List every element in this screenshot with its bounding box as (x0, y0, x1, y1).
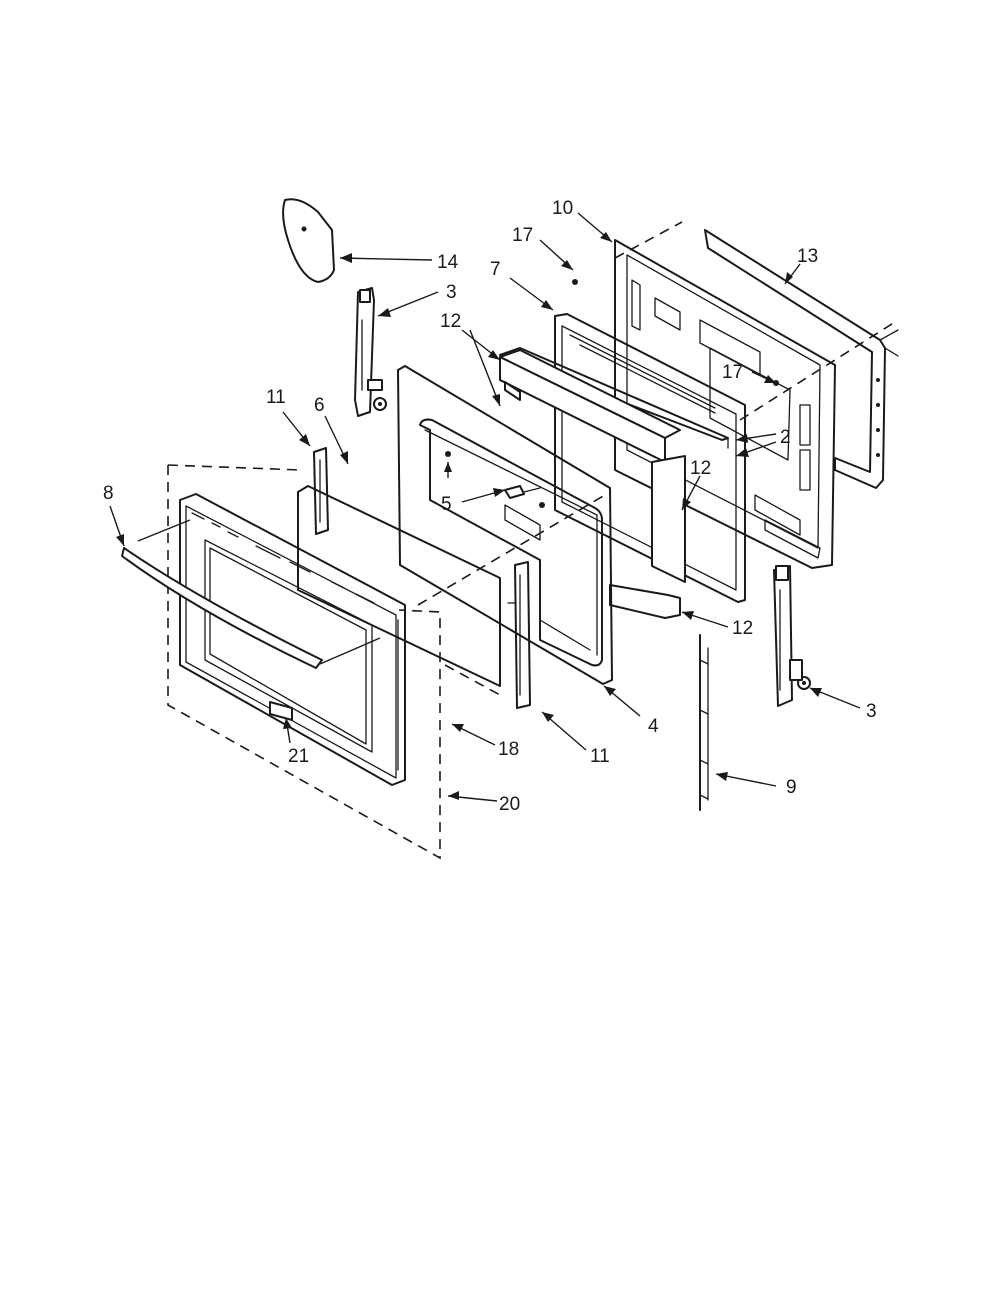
part-3-hinge-lower (773, 565, 811, 707)
part-12-insulation-middle (651, 455, 686, 583)
part-2-glass-panes (499, 347, 729, 449)
part-3-hinge-upper (354, 287, 387, 417)
part-12-insulation-upper (499, 349, 681, 463)
part-7-glass-frame (554, 313, 746, 603)
part-20-door-assembly-boundary (167, 464, 441, 860)
callout-2: 2 (780, 427, 791, 448)
callout-17-upper: 17 (512, 225, 533, 246)
callout-12-upper: 12 (440, 311, 461, 332)
callout-8: 8 (103, 483, 114, 504)
callout-12-lower: 12 (732, 618, 753, 639)
callout-4: 4 (648, 716, 659, 737)
callout-3-lower: 3 (866, 701, 877, 722)
callout-11-lower: 11 (590, 746, 610, 767)
callout-20: 20 (499, 794, 520, 815)
part-6-insulation-sheet (297, 485, 501, 687)
callout-6: 6 (314, 395, 325, 416)
callout-21: 21 (288, 746, 309, 767)
part-11-bracket-upper (313, 447, 329, 535)
part-10-inner-panel (572, 239, 836, 569)
callout-13: 13 (797, 246, 818, 267)
part-11-bracket-lower (507, 561, 531, 709)
part-21-badge (269, 701, 293, 721)
part-14-cover (282, 198, 335, 283)
callout-7: 7 (490, 259, 501, 280)
callout-14: 14 (437, 252, 459, 273)
callout-12-middle: 12 (690, 458, 711, 479)
part-12-insulation-lower (609, 584, 681, 619)
part-8-handle (121, 519, 381, 669)
part-18-phantom-lines (417, 221, 896, 696)
callout-11-upper: 11 (266, 387, 286, 408)
callout-18: 18 (498, 739, 519, 760)
callout-17-lower: 17 (722, 362, 743, 383)
part-5-screw (504, 485, 541, 499)
callout-labels: 10 17 13 7 14 3 12 17 2 11 6 12 8 5 12 3… (103, 198, 877, 815)
part-9-gasket (699, 634, 709, 811)
callout-3-upper: 3 (446, 282, 457, 303)
callout-9: 9 (786, 777, 797, 798)
part-13-inner-liner (704, 229, 899, 489)
part-4-door-frame (397, 365, 613, 685)
callout-5: 5 (441, 494, 452, 515)
callout-10: 10 (552, 198, 573, 219)
leader-lines (109, 212, 861, 802)
outer-door-panel (179, 493, 406, 786)
